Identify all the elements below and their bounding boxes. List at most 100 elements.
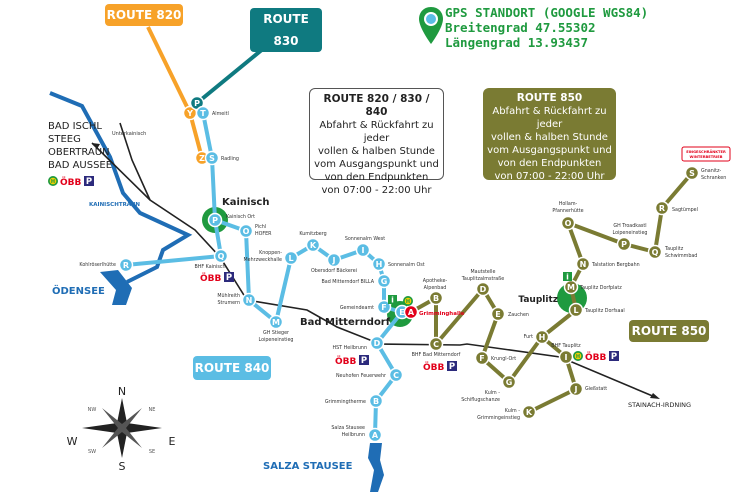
stop-850-k[interactable]: K bbox=[521, 404, 537, 420]
stop-850-g[interactable]: G bbox=[501, 374, 517, 390]
compass-sw: SW bbox=[88, 449, 96, 455]
stop-850-d[interactable]: D bbox=[475, 281, 491, 297]
place-kainischtraun: KAINISCHTRAUN bbox=[89, 202, 140, 208]
place-bad-mitterndorf: Bad Mitterndorf bbox=[300, 317, 391, 328]
parking-square bbox=[447, 361, 457, 371]
stop-label: Gemeindeamt bbox=[340, 305, 374, 311]
stop-marker bbox=[490, 306, 506, 322]
stop-label: Kumitzberg bbox=[299, 231, 326, 237]
stop-label: Radling bbox=[221, 156, 239, 162]
stop-840-s[interactable]: S bbox=[204, 150, 220, 166]
stop-840-r[interactable]: R bbox=[118, 257, 134, 273]
stop-marker bbox=[654, 200, 670, 216]
stop-marker bbox=[475, 281, 491, 297]
stop-letter: H bbox=[376, 260, 383, 269]
stop-850-c[interactable]: C bbox=[428, 336, 444, 352]
stop-marker bbox=[207, 212, 223, 228]
stop-label: Kohlröserlhütte bbox=[79, 262, 116, 268]
stop-850-h[interactable]: H bbox=[534, 329, 550, 345]
stop-840-j[interactable]: J bbox=[326, 252, 342, 268]
info-line: vom Ausgangspunkt und bbox=[487, 145, 612, 156]
stop-label: Neuhofen Feuerwehr bbox=[336, 373, 386, 379]
stop-850-q[interactable]: Q bbox=[647, 244, 663, 260]
stop-letter: P bbox=[212, 216, 218, 225]
stop-marker bbox=[238, 223, 254, 239]
gps-info: GPS STANDORT (GOOGLE WGS84) Breitengrad … bbox=[445, 5, 648, 50]
info-line: vom Ausgangspunkt und bbox=[314, 159, 439, 170]
stop-850-o[interactable]: O bbox=[560, 215, 576, 231]
stop-letter: D bbox=[374, 339, 381, 348]
info-title: ROUTE 820 / 830 / 840 bbox=[323, 93, 430, 118]
bus-stop-inner bbox=[404, 297, 412, 305]
stop-label: Zauchen bbox=[508, 312, 529, 318]
stop-label: Obersdorf Bäckerei bbox=[311, 268, 357, 274]
stop-marker bbox=[371, 256, 387, 272]
stop-840-g[interactable]: G bbox=[376, 273, 392, 289]
stop-840-o[interactable]: O bbox=[238, 223, 254, 239]
stop-label: HOFER bbox=[255, 231, 272, 237]
stop-marker bbox=[213, 248, 229, 264]
route-850-label: ROUTE 850 bbox=[629, 320, 709, 342]
compass-s: S bbox=[119, 460, 126, 473]
parking-square bbox=[224, 272, 234, 282]
parking-icon: P bbox=[359, 355, 369, 366]
stop-840-m[interactable]: M bbox=[268, 314, 284, 330]
stop-840-a[interactable]: A bbox=[367, 427, 383, 443]
stop-850-e[interactable]: E bbox=[490, 306, 506, 322]
bus-stop-inner bbox=[49, 177, 57, 185]
stop-840-i[interactable]: I bbox=[355, 242, 371, 258]
parking-letter: P bbox=[611, 352, 617, 362]
stop-820-z[interactable]: Z bbox=[194, 150, 210, 166]
stop-letter: Q bbox=[218, 252, 225, 261]
obb-logo: ÖBB bbox=[585, 352, 607, 363]
stop-850-s[interactable]: S bbox=[684, 165, 700, 181]
stop-840-b[interactable]: B bbox=[368, 393, 384, 409]
obb-logo: ÖBB bbox=[335, 356, 357, 367]
parking-icon: P bbox=[224, 272, 234, 283]
stop-840-f[interactable]: F bbox=[376, 299, 392, 315]
stop-840-h[interactable]: H bbox=[371, 256, 387, 272]
stop-850-r[interactable]: R bbox=[654, 200, 670, 216]
stop-850-i[interactable]: I bbox=[558, 349, 574, 365]
stop-840-p[interactable]: P bbox=[207, 212, 223, 228]
stop-letter: B bbox=[433, 294, 439, 303]
place-unterkainisch: Unterkainisch bbox=[112, 131, 146, 137]
stop-label: Loipeneinstieg bbox=[259, 337, 294, 343]
stop-marker bbox=[268, 314, 284, 330]
stop-850-a[interactable]: A bbox=[403, 304, 419, 320]
info-line: von den Endpunkten bbox=[324, 172, 429, 183]
stop-850-m[interactable]: M bbox=[563, 279, 579, 295]
stop-840-l[interactable]: L bbox=[283, 250, 299, 266]
parking-square bbox=[359, 355, 369, 365]
parking-square bbox=[609, 351, 619, 361]
stop-label: Loipeneinstieg bbox=[613, 230, 648, 236]
stop-label: Pichl bbox=[255, 224, 266, 230]
stop-850-j[interactable]: J bbox=[568, 381, 584, 397]
stop-840-d[interactable]: D bbox=[369, 335, 385, 351]
destination: BAD AUSSEE bbox=[48, 160, 113, 171]
stop-850-f[interactable]: F bbox=[474, 350, 490, 366]
stop-letter: G bbox=[381, 277, 388, 286]
stop-850-l[interactable]: L bbox=[568, 302, 584, 318]
stop-label: Sonnenalm West bbox=[345, 236, 385, 242]
info-square bbox=[563, 272, 572, 281]
stop-letter: N bbox=[246, 296, 253, 305]
stop-label: BHF Bad Mitterndorf bbox=[412, 352, 461, 358]
stop-marker bbox=[283, 250, 299, 266]
parking-icon: P bbox=[84, 176, 94, 187]
stop-850-n[interactable]: N bbox=[575, 256, 591, 272]
stop-840-t[interactable]: T bbox=[195, 105, 211, 121]
stop-label: Hollam- bbox=[559, 201, 578, 207]
stop-marker bbox=[575, 256, 591, 272]
info-letter: i bbox=[391, 296, 394, 305]
stop-840-c[interactable]: C bbox=[388, 367, 404, 383]
stop-letter: M bbox=[567, 283, 575, 292]
stop-850-p[interactable]: P bbox=[616, 236, 632, 252]
stop-850-b[interactable]: B bbox=[428, 290, 444, 306]
stop-label: BHF Kainisch bbox=[194, 264, 225, 270]
arrow-icon bbox=[92, 143, 100, 149]
info-letter: i bbox=[566, 273, 569, 282]
stop-840-n[interactable]: N bbox=[241, 292, 257, 308]
stop-840-q[interactable]: Q bbox=[213, 248, 229, 264]
stop-840-k[interactable]: K bbox=[305, 237, 321, 253]
